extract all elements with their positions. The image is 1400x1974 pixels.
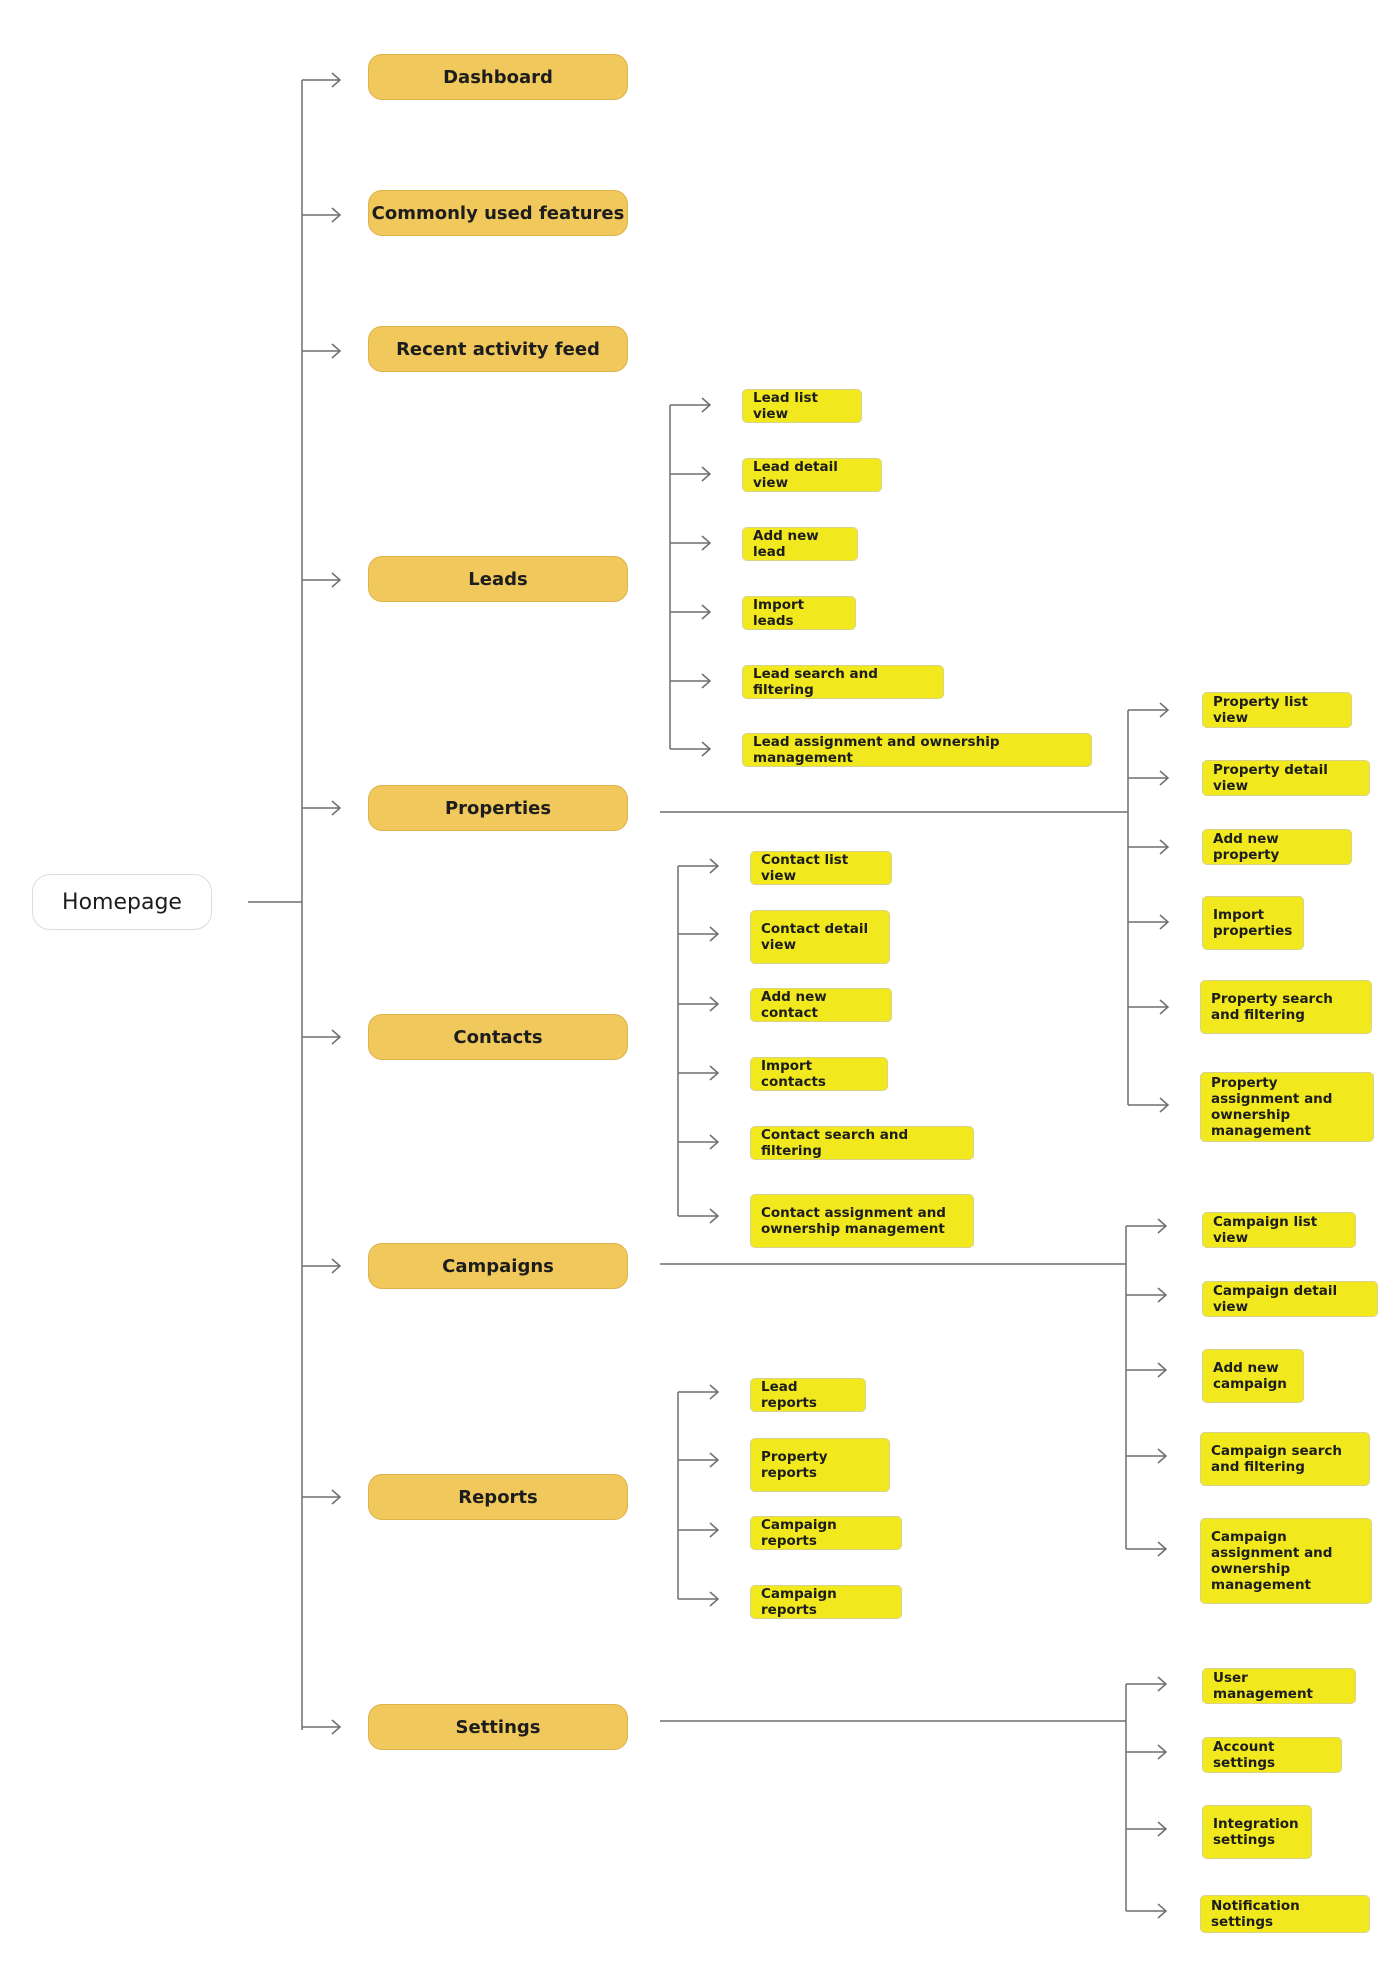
user-management-node: User management <box>1202 1668 1356 1704</box>
campaign-detail-view-node: Campaign detail view <box>1202 1281 1378 1317</box>
integration-settings-node: Integration settings <box>1202 1805 1312 1859</box>
arrowhead <box>331 800 342 816</box>
arrowhead <box>701 535 712 551</box>
arrowhead <box>331 1029 342 1045</box>
arrowhead <box>331 1258 342 1274</box>
contacts-node: Contacts <box>368 1014 628 1060</box>
notification-settings-node: Notification settings <box>1200 1895 1370 1933</box>
arrowhead <box>701 466 712 482</box>
arrowhead <box>709 1452 720 1468</box>
leads-node: Leads <box>368 556 628 602</box>
import-properties-node: Import properties <box>1202 896 1304 950</box>
property-list-view-node: Property list view <box>1202 692 1352 728</box>
arrowhead <box>1157 1541 1168 1557</box>
import-leads-node: Import leads <box>742 596 856 630</box>
arrowhead <box>701 397 712 413</box>
arrowhead <box>331 1719 342 1735</box>
lead-reports-node: Lead reports <box>750 1378 866 1412</box>
add-new-property-node: Add new property <box>1202 829 1352 865</box>
lead-assignment-node: Lead assignment and ownership management <box>742 733 1092 767</box>
arrowhead <box>709 1208 720 1224</box>
property-search-filtering-node: Property search and filtering <box>1200 980 1372 1034</box>
arrowhead <box>1157 1218 1168 1234</box>
recent-activity-feed-node: Recent activity feed <box>368 326 628 372</box>
arrowhead <box>1159 839 1170 855</box>
contact-list-view-node: Contact list view <box>750 851 892 885</box>
property-assignment-node: Property assignment and ownership manage… <box>1200 1072 1374 1142</box>
arrowhead <box>709 926 720 942</box>
arrowhead <box>331 72 342 88</box>
arrowhead <box>331 572 342 588</box>
contact-assignment-node: Contact assignment and ownership managem… <box>750 1194 974 1248</box>
arrowhead <box>701 741 712 757</box>
arrowhead <box>709 858 720 874</box>
arrowhead <box>709 1065 720 1081</box>
arrowhead <box>709 1522 720 1538</box>
campaigns-node: Campaigns <box>368 1243 628 1289</box>
campaign-search-filtering-node: Campaign search and filtering <box>1200 1432 1370 1486</box>
property-detail-view-node: Property detail view <box>1202 760 1370 796</box>
arrowhead <box>1159 702 1170 718</box>
arrowhead <box>1157 1287 1168 1303</box>
arrowhead <box>1157 1744 1168 1760</box>
arrowhead <box>1157 1903 1168 1919</box>
campaign-list-view-node: Campaign list view <box>1202 1212 1356 1248</box>
arrowhead <box>331 207 342 223</box>
lead-list-view-node: Lead list view <box>742 389 862 423</box>
commonly-used-features-node: Commonly used features <box>368 190 628 236</box>
homepage-node: Homepage <box>32 874 212 930</box>
add-new-contact-node: Add new contact <box>750 988 892 1022</box>
arrowhead <box>701 604 712 620</box>
campaign-reports-node-2: Campaign reports <box>750 1585 902 1619</box>
lead-search-filtering-node: Lead search and filtering <box>742 665 944 699</box>
arrowhead <box>1157 1448 1168 1464</box>
arrowhead <box>1159 914 1170 930</box>
lead-detail-view-node: Lead detail view <box>742 458 882 492</box>
add-new-lead-node: Add new lead <box>742 527 858 561</box>
contact-detail-view-node: Contact detail view <box>750 910 890 964</box>
campaign-assignment-node: Campaign assignment and ownership manage… <box>1200 1518 1372 1604</box>
campaign-reports-node: Campaign reports <box>750 1516 902 1550</box>
dashboard-node: Dashboard <box>368 54 628 100</box>
account-settings-node: Account settings <box>1202 1737 1342 1773</box>
arrowhead <box>331 1489 342 1505</box>
arrowhead <box>1157 1362 1168 1378</box>
property-reports-node: Property reports <box>750 1438 890 1492</box>
arrowhead <box>1157 1676 1168 1692</box>
arrowhead <box>709 1134 720 1150</box>
add-new-campaign-node: Add new campaign <box>1202 1349 1304 1403</box>
arrowhead <box>1159 999 1170 1015</box>
settings-node: Settings <box>368 1704 628 1750</box>
arrowhead <box>1159 1097 1170 1113</box>
properties-node: Properties <box>368 785 628 831</box>
arrowhead <box>709 1591 720 1607</box>
import-contacts-node: Import contacts <box>750 1057 888 1091</box>
reports-node: Reports <box>368 1474 628 1520</box>
arrowhead <box>1157 1821 1168 1837</box>
arrowhead <box>701 673 712 689</box>
arrowhead <box>709 996 720 1012</box>
arrowhead <box>331 343 342 359</box>
arrowhead <box>1159 770 1170 786</box>
arrowhead <box>709 1384 720 1400</box>
contact-search-filtering-node: Contact search and filtering <box>750 1126 974 1160</box>
